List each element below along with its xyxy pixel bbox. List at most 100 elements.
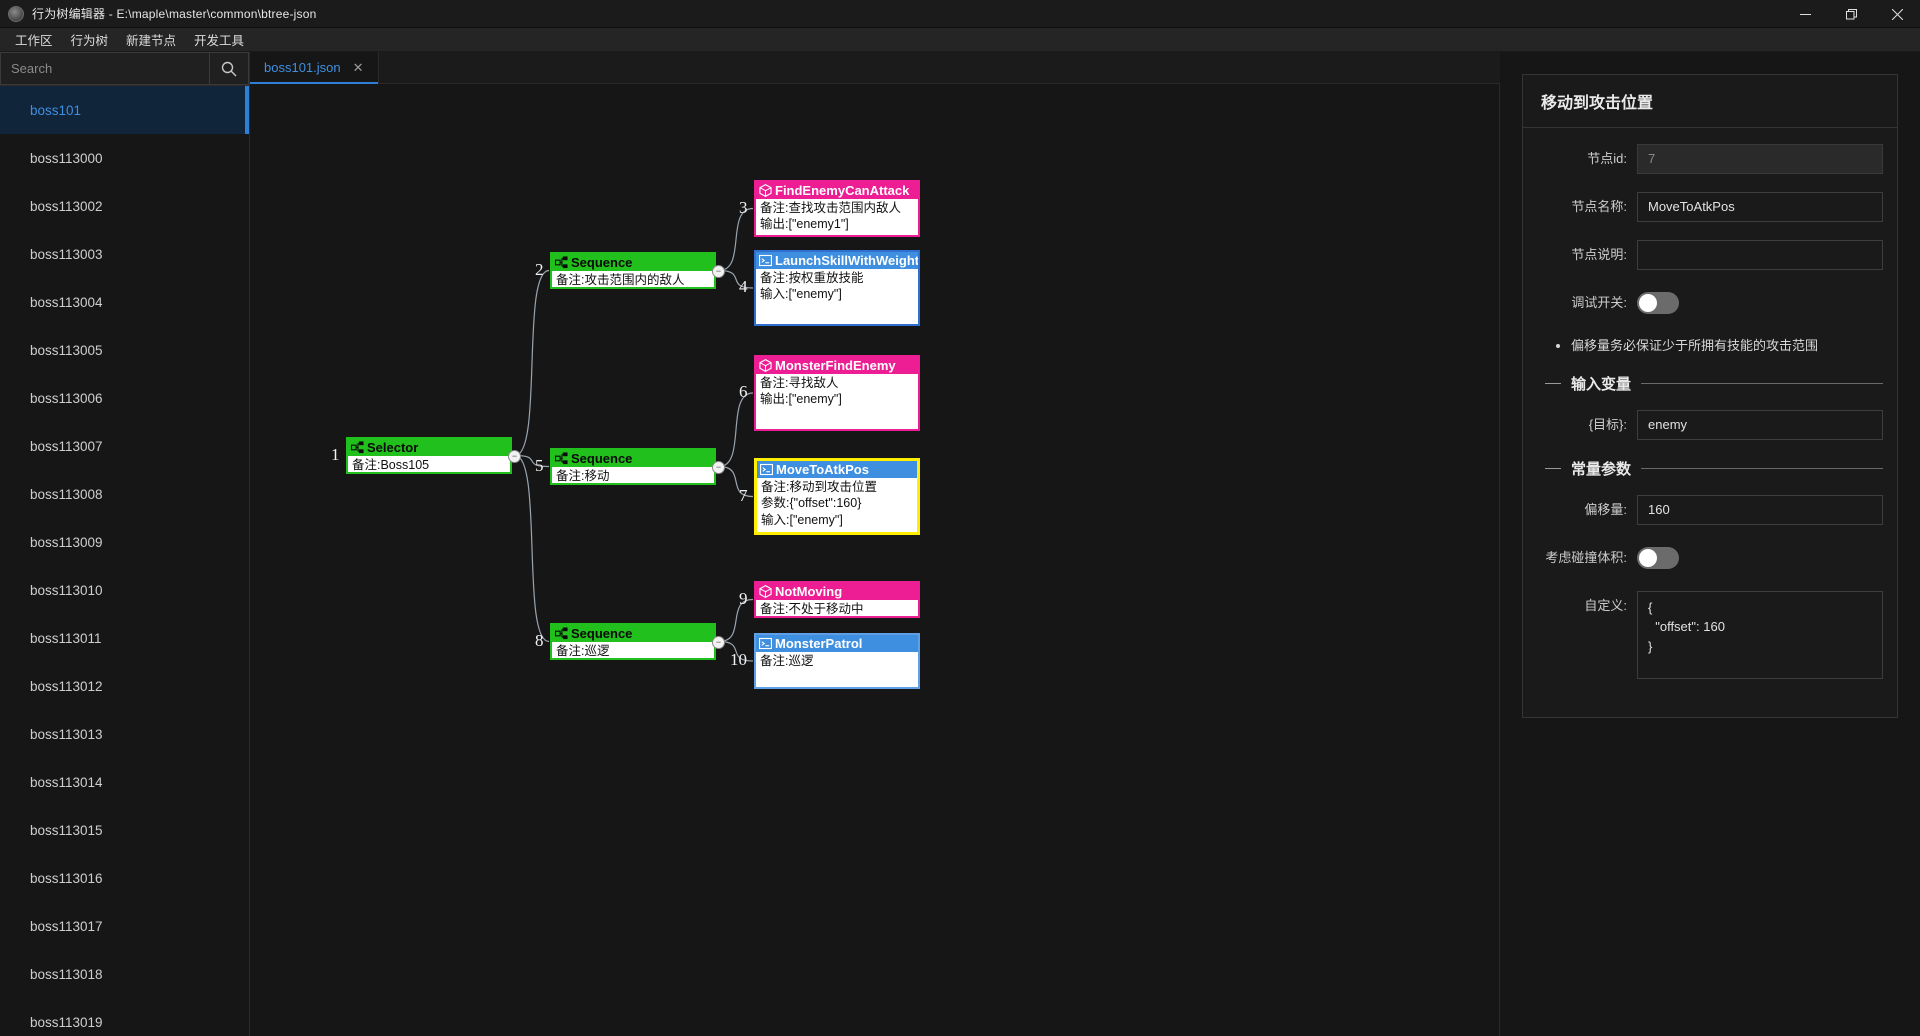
custom-json-textarea[interactable]: { "offset": 160 } (1637, 590, 1883, 679)
bt-node-sequence[interactable]: Sequence 备注:巡逻 (550, 623, 716, 660)
file-item-label: boss113006 (30, 390, 103, 406)
maximize-icon[interactable] (1828, 0, 1874, 28)
bt-node-output-port[interactable]: − (508, 449, 521, 463)
bt-node-output-port[interactable]: − (712, 264, 725, 278)
note-item: 偏移量务必保证少于所拥有技能的攻击范围 (1571, 336, 1883, 357)
section-const-params: 常量参数 (1537, 458, 1883, 479)
bt-node-line: 备注:巡逻 (556, 644, 610, 658)
file-list-item[interactable]: boss113002 (0, 182, 249, 230)
bt-node-body: 备注:不处于移动中 (756, 600, 918, 616)
inspector-body: 节点id: 7 节点名称: MoveToAtkPos 节点说明: 调试开关: 偏… (1523, 128, 1897, 717)
bt-node-index: 6 (739, 382, 748, 401)
file-list-item[interactable]: boss113011 (0, 614, 249, 662)
offset-label: 偏移量: (1584, 501, 1627, 517)
node-id-value: 7 (1637, 144, 1883, 174)
bt-edge (718, 207, 754, 272)
bt-node-header: FindEnemyCanAttack (756, 182, 918, 199)
file-list-item[interactable]: boss101 (0, 86, 249, 134)
bt-node-line: 输出:["enemy1"] (760, 217, 849, 232)
menu-item-dev-tools[interactable]: 开发工具 (194, 34, 245, 48)
field-row-offset: 偏移量: 160 (1537, 494, 1883, 525)
file-list-item[interactable]: boss113000 (0, 134, 249, 182)
menu-item-behavior-tree[interactable]: 行为树 (70, 34, 109, 48)
field-row-node-desc: 节点说明: (1537, 240, 1883, 270)
bt-node-header: MonsterFindEnemy (756, 357, 918, 374)
collapse-dash-icon[interactable] (1545, 382, 1561, 384)
bt-node-index: 5 (535, 455, 544, 475)
file-list-item[interactable]: boss113009 (0, 518, 249, 566)
file-list-item[interactable]: boss113019 (0, 998, 249, 1036)
bt-node-output-port[interactable]: − (712, 460, 725, 474)
bt-edge (514, 269, 550, 457)
bt-node-title: FindEnemyCanAttack (775, 183, 910, 198)
tab-boss101-json[interactable]: boss101.json ✕ (250, 52, 379, 84)
close-icon[interactable] (1874, 0, 1920, 28)
debug-toggle[interactable] (1637, 292, 1679, 314)
bt-node-index: 3 (739, 197, 748, 217)
bt-node-body: 备注:攻击范围内的敌人 (552, 271, 714, 287)
file-list-item[interactable]: boss113016 (0, 854, 249, 902)
search-icon[interactable] (209, 52, 249, 85)
search-input[interactable] (0, 52, 209, 85)
inspector-card: 移动到攻击位置 节点id: 7 节点名称: MoveToAtkPos 节点说明:… (1522, 74, 1898, 718)
file-item-label: boss113015 (30, 822, 103, 838)
toggle-knob (1639, 294, 1657, 312)
file-item-label: boss113011 (30, 630, 102, 646)
bt-node-line: 备注:查找攻击范围内敌人 (760, 201, 901, 215)
menu-item-new-node[interactable]: 新建节点 (126, 34, 177, 48)
file-list-item[interactable]: boss113017 (0, 902, 249, 950)
file-list-item[interactable]: boss113003 (0, 230, 249, 278)
bt-node-header: Sequence (552, 450, 714, 467)
inspector-panel: 移动到攻击位置 节点id: 7 节点名称: MoveToAtkPos 节点说明:… (1500, 52, 1920, 1036)
tab-close-icon[interactable]: ✕ (352, 59, 364, 75)
file-list-item[interactable]: boss113012 (0, 662, 249, 710)
collapse-dash-icon-2[interactable] (1545, 467, 1561, 469)
file-list-item[interactable]: boss113014 (0, 758, 249, 806)
file-list-item[interactable]: boss113006 (0, 374, 249, 422)
node-name-input[interactable]: MoveToAtkPos (1637, 192, 1883, 222)
debug-toggle-label: 调试开关: (1571, 295, 1627, 310)
bt-node-output-port[interactable]: − (712, 635, 725, 649)
file-list-item[interactable]: boss113007 (0, 422, 249, 470)
bt-node-index: 10 (730, 650, 747, 669)
inspector-notes: 偏移量务必保证少于所拥有技能的攻击范围 (1571, 336, 1883, 357)
bt-node-line: 输出:["enemy"] (760, 392, 842, 407)
offset-input[interactable]: 160 (1637, 494, 1883, 525)
edge-layer (514, 207, 754, 662)
file-list-item[interactable]: boss113015 (0, 806, 249, 854)
menu-item-workspace[interactable]: 工作区 (15, 34, 53, 48)
sidebar: boss101boss113000boss113002boss113003bos… (0, 52, 250, 1036)
node-desc-input[interactable] (1637, 240, 1883, 270)
section-input-variables: 输入变量 (1537, 373, 1883, 394)
bt-node-header: Sequence (552, 625, 714, 642)
minimize-icon[interactable] (1782, 0, 1828, 28)
bt-node-header: NotMoving (756, 583, 918, 600)
file-list-item[interactable]: boss113018 (0, 950, 249, 998)
target-input[interactable]: enemy (1637, 409, 1883, 440)
file-list-item[interactable]: boss113004 (0, 278, 249, 326)
file-item-label: boss113007 (30, 438, 103, 454)
collision-toggle[interactable] (1637, 546, 1679, 569)
bt-node-line: 备注:按权重放技能 (760, 271, 864, 285)
bt-node-header: MoveToAtkPos (757, 461, 917, 478)
bt-node-findenemycanattack[interactable]: FindEnemyCanAttack 备注:查找攻击范围内敌人输出:["enemy… (754, 180, 920, 237)
bt-node-index: 1 (331, 444, 340, 464)
file-item-label: boss113008 (30, 486, 103, 502)
file-item-label: boss113013 (30, 726, 103, 742)
file-list-item[interactable]: boss113008 (0, 470, 249, 518)
bt-edge (514, 454, 550, 468)
bt-edge (718, 465, 754, 498)
file-list-item[interactable]: boss113005 (0, 326, 249, 374)
file-list-item[interactable]: boss113010 (0, 566, 249, 614)
file-list-item[interactable]: boss113013 (0, 710, 249, 758)
